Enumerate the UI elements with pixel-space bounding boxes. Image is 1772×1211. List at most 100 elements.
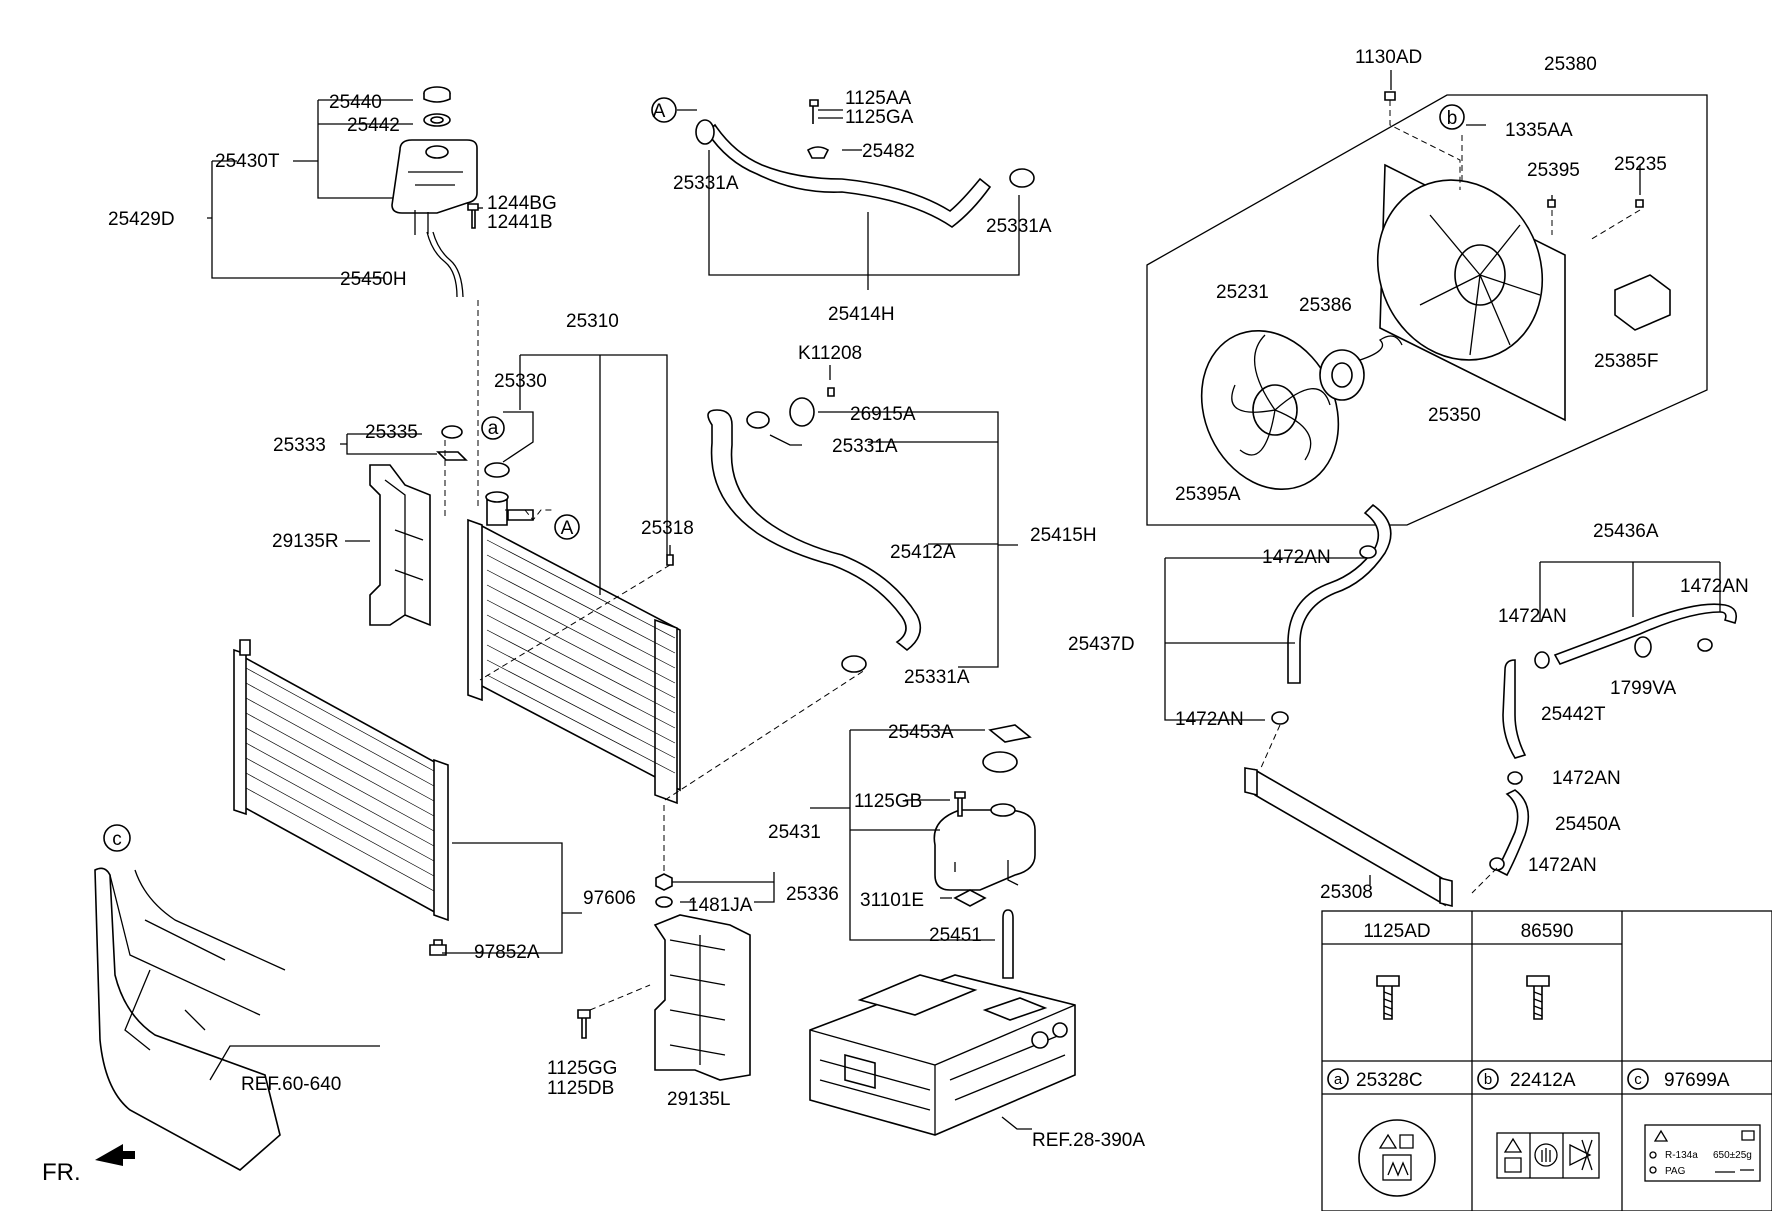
bolt-1125gb (954, 791, 966, 817)
part-labels: 25440 25442 25430T 25429D 1244BG 12441B … (42, 47, 1749, 1186)
front-body-panel (94, 867, 281, 1171)
label-25395a: 25395A (1175, 484, 1241, 505)
legend-part-97699a: 97699A (1664, 1070, 1730, 1091)
label-25380: 25380 (1544, 54, 1597, 75)
clamp-25436a-left (1534, 651, 1550, 669)
hose-25437d (1287, 503, 1392, 684)
label-1130ad: 1130AD (1355, 47, 1422, 68)
drain-plug (666, 554, 674, 566)
label-1472an-far-right: 1472AN (1680, 576, 1749, 597)
label-25442t: 25442T (1541, 704, 1606, 725)
hose-25442t (1502, 659, 1527, 759)
legend-callout-c (1627, 1068, 1649, 1090)
hose-clamp-upper-left (695, 119, 715, 145)
label-ref-60-640: REF.60-640 (241, 1074, 341, 1095)
condenser-group (233, 639, 582, 956)
fan-assembly-box (1146, 94, 1708, 526)
air-guard-right-group (340, 425, 468, 627)
label-1125gb: 1125GB (854, 791, 922, 812)
label-1125db: 1125DB (547, 1078, 614, 1099)
label-25318: 25318 (641, 518, 694, 539)
clamp-25437d-top (1359, 545, 1377, 559)
callout-a-radiator-cap (481, 416, 505, 440)
reservoir-tank (391, 139, 478, 214)
label-31101e (953, 889, 987, 907)
label-ref-28-390a: REF.28-390A (1032, 1130, 1145, 1151)
mount-bushing (441, 425, 463, 439)
lower-radiator-hose (707, 409, 922, 652)
cap-25453a (982, 751, 1018, 773)
lower-hose-group (707, 365, 1018, 673)
clamp-25442t-bottom (1507, 771, 1523, 785)
legend-letter-b: b (1484, 1071, 1492, 1088)
clamp-1799va (1634, 636, 1652, 658)
mount-25336 (655, 873, 673, 891)
label-25335: 25335 (365, 422, 418, 443)
label-25436a: 25436A (1593, 521, 1659, 542)
label-25414h: 25414H (828, 304, 895, 325)
label-25231: 25231 (1216, 282, 1269, 303)
label-25336: 25336 (786, 884, 839, 905)
label-25442: 25442 (347, 115, 400, 136)
label-25451: 25451 (929, 925, 982, 946)
callout-b (1439, 104, 1465, 130)
label-31101e: 31101E (860, 890, 924, 911)
bolt-k11208 (827, 387, 835, 397)
legend-part-22412a: 22412A (1510, 1070, 1576, 1091)
upper-hose-group (651, 97, 1035, 290)
label-25453a (988, 724, 1032, 743)
hose-bracket (806, 146, 830, 159)
label-25431: 25431 (768, 822, 821, 843)
label-25386: 25386 (1299, 295, 1352, 316)
label-25308: 25308 (1320, 882, 1373, 903)
label-25331a-lower: 25331A (904, 667, 970, 688)
hose-clamp-upper-right (1009, 168, 1035, 188)
radiator-core (479, 523, 681, 792)
label-25350: 25350 (1428, 405, 1481, 426)
label-25440: 25440 (329, 92, 382, 113)
label-25429d: 25429D (108, 209, 175, 230)
label-k11208: K11208 (798, 343, 862, 364)
legend-letter-c: c (1634, 1071, 1642, 1088)
label-25310: 25310 (566, 311, 619, 332)
label-25331a-mid: 25331A (832, 436, 898, 457)
label-26915a: 26915A (850, 404, 916, 425)
label-1125aa: 1125AA (845, 88, 912, 109)
callout-b-text: b (1447, 108, 1458, 129)
lower-rear-hoses-group (1164, 503, 1738, 908)
lower-center-group (577, 872, 775, 1081)
fan-resistor (1614, 274, 1671, 331)
label-25333: 25333 (273, 435, 326, 456)
air-guard-left (653, 914, 751, 1081)
label-25235: 25235 (1614, 154, 1667, 175)
callout-c (103, 824, 131, 852)
hose-25436a (1553, 603, 1738, 665)
reservoir-group (207, 86, 483, 510)
label-1125gg: 1125GG (547, 1058, 617, 1079)
condenser-core (239, 653, 441, 917)
label-25450a: 25450A (1555, 814, 1621, 835)
label-1472an-left: 1472AN (1175, 709, 1244, 730)
label-25453a: 25453A (888, 722, 954, 743)
label-29135l: 29135L (667, 1089, 730, 1110)
label-1799va: 1799VA (1610, 678, 1677, 699)
label-1472an-top: 1472AN (1262, 547, 1331, 568)
label-25430t: 25430T (215, 151, 280, 172)
label-25482: 25482 (862, 141, 915, 162)
label-1244bg: 1244BG (487, 193, 557, 214)
radiator-group (467, 354, 866, 875)
clamp-25437d-bottom (1271, 711, 1289, 725)
clamp-25450a-bottom (1489, 857, 1505, 871)
label-1125ga: 1125GA (845, 107, 914, 128)
hose-clamp-lower-bottom (841, 655, 867, 673)
warning-label-22412a (1496, 1132, 1600, 1179)
front-body-group (94, 824, 380, 1171)
svg-text:PAG: PAG (1665, 1166, 1686, 1177)
callout-c-text: c (112, 829, 122, 850)
label-29135r: 29135R (272, 531, 339, 552)
hose-fitting (789, 397, 815, 427)
label-97606: 97606 (583, 888, 636, 909)
callout-a-radiator-text: a (488, 418, 499, 439)
clamp-25436a-right (1697, 638, 1713, 652)
